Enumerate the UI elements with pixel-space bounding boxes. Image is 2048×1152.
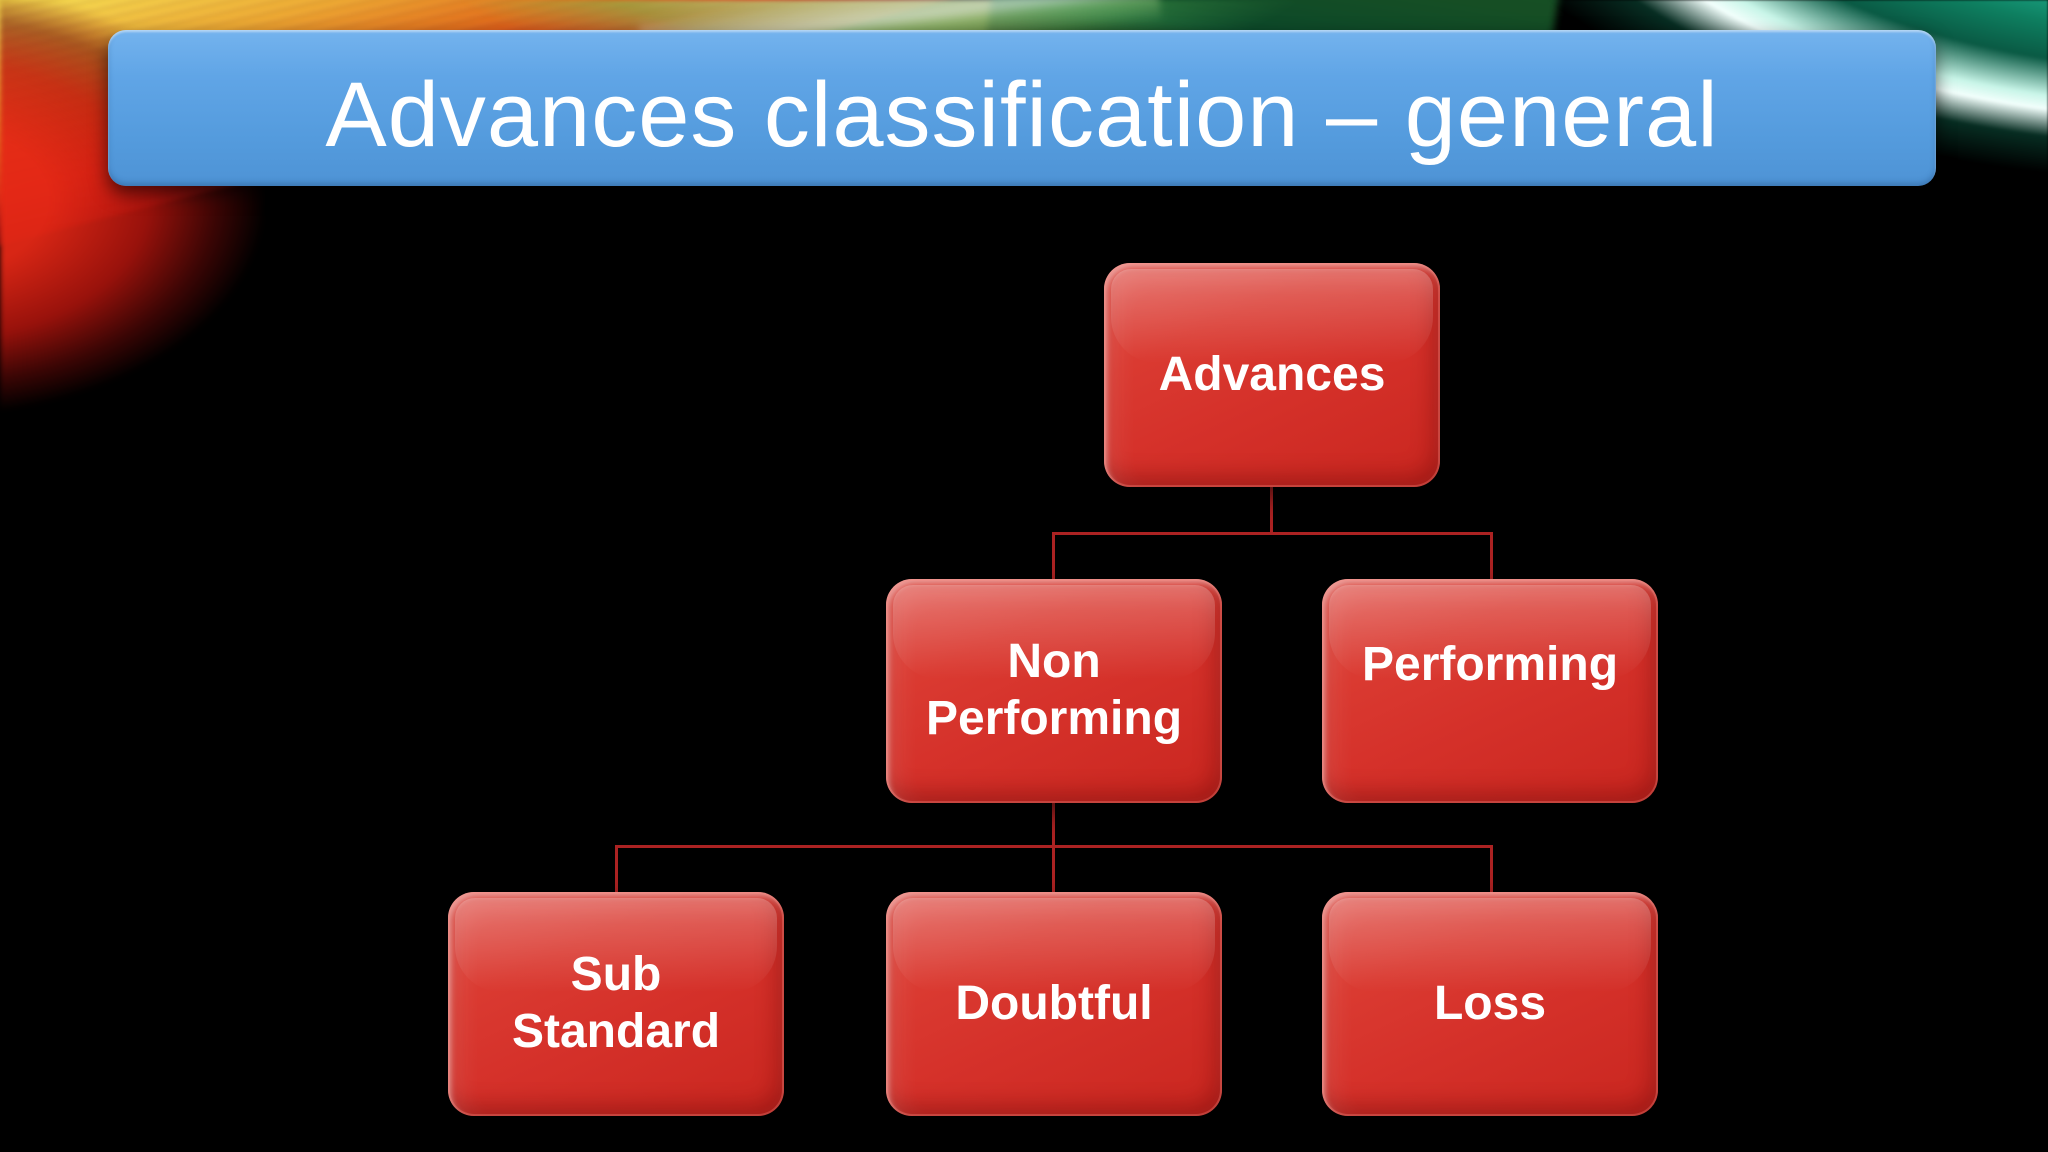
- connector-doubtful-up: [1052, 845, 1055, 892]
- title-bar: Advances classification – general: [108, 30, 1936, 186]
- connector-nonperforming-up: [1052, 532, 1055, 579]
- node-advances-label: Advances: [1158, 347, 1386, 401]
- node-loss-label: Loss: [1433, 976, 1547, 1030]
- node-loss: Loss: [1322, 892, 1658, 1116]
- node-advances: Advances: [1104, 263, 1440, 487]
- node-non-performing-label: Non Performing: [925, 635, 1183, 745]
- node-non-performing: Non Performing: [886, 579, 1222, 803]
- node-doubtful: Doubtful: [886, 892, 1222, 1116]
- connector-level2-bus: [1052, 532, 1493, 535]
- node-sub-standard: Sub Standard: [448, 892, 784, 1116]
- slide-title: Advances classification – general: [325, 63, 1719, 166]
- node-doubtful-label: Doubtful: [955, 976, 1153, 1030]
- connector-substandard-up: [615, 845, 618, 892]
- node-performing-label: Performing: [1361, 638, 1619, 691]
- connector-performing-up: [1490, 532, 1493, 579]
- connector-nonperforming-down: [1052, 801, 1055, 847]
- node-sub-standard-label: Sub Standard: [511, 948, 721, 1058]
- connector-advances-down: [1270, 485, 1273, 534]
- connector-loss-up: [1490, 845, 1493, 892]
- node-performing: Performing: [1322, 579, 1658, 803]
